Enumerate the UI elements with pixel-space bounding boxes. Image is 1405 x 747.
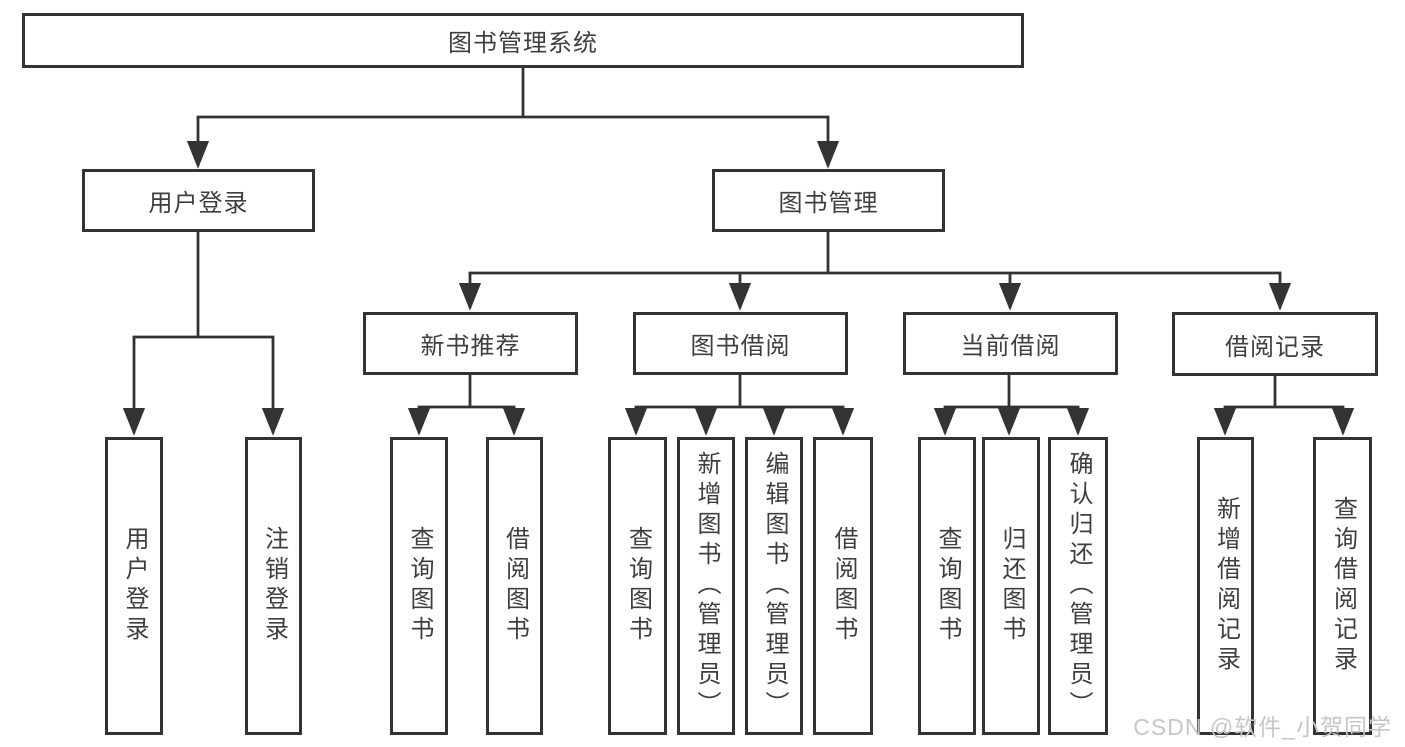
node-user-login: 用户登录 [82, 169, 315, 232]
leaf-borrow-books-recommend: 借阅图书 [486, 437, 543, 735]
node-book-borrowing: 图书借阅 [633, 312, 848, 375]
node-current-borrowing: 当前借阅 [903, 312, 1118, 375]
csdn-watermark: CSDN @软件_小贺同学 [1133, 714, 1392, 740]
node-root-library-system: 图书管理系统 [22, 13, 1024, 68]
node-borrow-records: 借阅记录 [1172, 312, 1378, 376]
leaf-query-borrow-record: 查询借阅记录 [1313, 437, 1372, 735]
leaf-add-borrow-record: 新增借阅记录 [1197, 437, 1254, 735]
leaf-query-books-recommend: 查询图书 [390, 437, 448, 735]
leaf-edit-books-admin: 编辑图书（管理员） [745, 437, 803, 735]
node-book-management: 图书管理 [712, 169, 945, 232]
leaf-borrow-books-borrowing: 借阅图书 [813, 437, 873, 735]
leaf-add-books-admin: 新增图书（管理员） [677, 437, 735, 735]
node-new-book-recommend: 新书推荐 [363, 312, 578, 375]
leaf-query-books-current: 查询图书 [918, 437, 976, 735]
leaf-user-login: 用户登录 [105, 437, 163, 735]
leaf-confirm-return-admin: 确认归还（管理员） [1048, 437, 1108, 735]
leaf-logout: 注销登录 [245, 437, 302, 735]
leaf-query-books-borrowing: 查询图书 [608, 437, 667, 735]
leaf-return-books: 归还图书 [982, 437, 1040, 735]
